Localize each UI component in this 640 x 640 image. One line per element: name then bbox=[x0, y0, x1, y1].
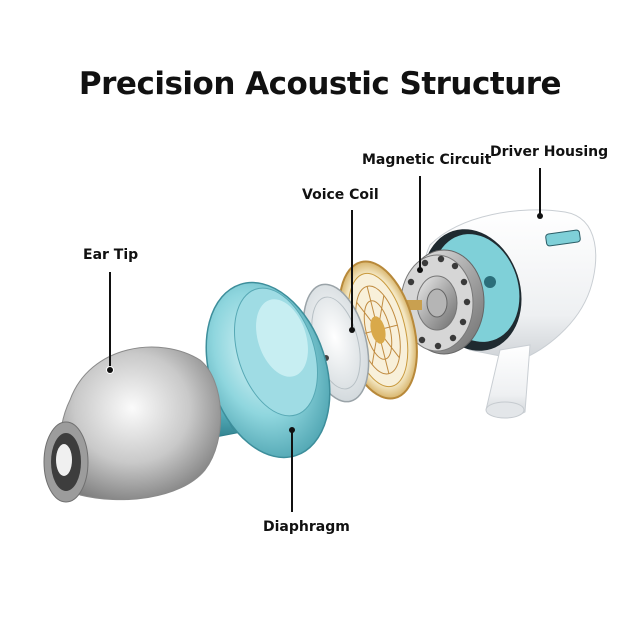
diaphragm-leader-dot bbox=[289, 427, 295, 433]
driver-housing-leader-dot bbox=[537, 213, 543, 219]
diagram-title: Precision Acoustic Structure bbox=[78, 66, 562, 102]
label-driver-housing: Driver Housing bbox=[490, 144, 609, 160]
magnetic-circuit-leader-dot bbox=[417, 267, 423, 273]
label-voice-coil: Voice Coil bbox=[302, 187, 379, 203]
diaphragm-nozzle bbox=[189, 281, 331, 459]
label-diaphragm: Diaphragm bbox=[263, 519, 350, 535]
ear-tip bbox=[43, 346, 221, 503]
voice-coil-leader-dot bbox=[349, 327, 355, 333]
label-magnetic-circuit: Magnetic Circuit bbox=[362, 152, 492, 168]
label-ear-tip: Ear Tip bbox=[83, 247, 139, 263]
leader-lines bbox=[106, 168, 543, 512]
magnetic-circuit bbox=[400, 249, 485, 355]
ear-tip-leader-dot bbox=[107, 367, 113, 373]
